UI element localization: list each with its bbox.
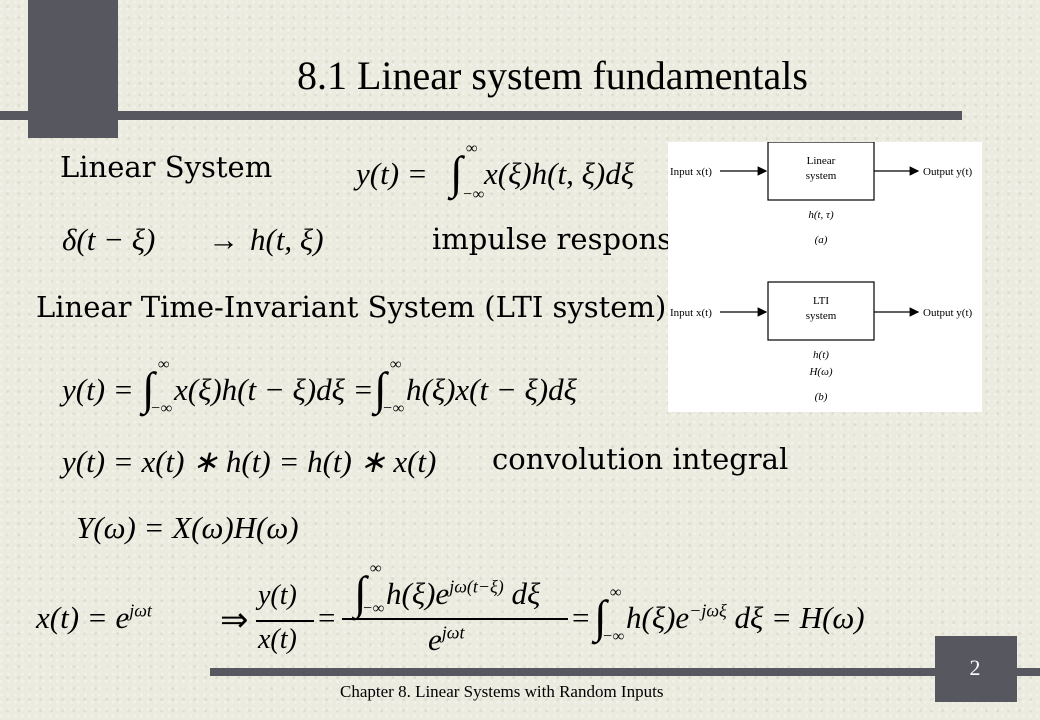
implies-arrow: ⇒ xyxy=(220,602,249,639)
impulse-rhs: h(t, ξ) xyxy=(250,222,324,257)
linear-system-label: Linear System xyxy=(60,150,273,184)
system-block-diagram: Input x(t) Linear system Output y(t) h(t… xyxy=(668,141,982,412)
fig-b-box-label-1: LTI xyxy=(813,295,829,307)
fig-b-response-label-1: h(t) xyxy=(813,349,829,361)
convolution-equation: y(t) = x(t) ∗ h(t) = h(t) ∗ x(t) xyxy=(62,444,437,479)
fig-b-response-label-2: H(ω) xyxy=(808,366,832,378)
ratio-numerator: y(t) xyxy=(258,580,297,611)
fig-b-lti-system-box xyxy=(767,281,875,341)
frequency-equation: Y(ω) = X(ω)H(ω) xyxy=(76,510,299,545)
fig-a-box-label-1: Linear xyxy=(807,155,836,167)
lti-heading: Linear Time-Invariant System (LTI system… xyxy=(36,290,667,324)
impulse-response-label: impulse response xyxy=(432,222,690,256)
page-number-box xyxy=(935,636,1017,702)
ratio-fraction: y(t) x(t) xyxy=(256,580,316,660)
title-rule xyxy=(0,111,962,120)
ratio-denominator: x(t) xyxy=(258,624,297,655)
fig-b-input-label: Input x(t) xyxy=(670,307,712,319)
equals-sign-1: = xyxy=(318,600,336,635)
fig-b-output-label: Output y(t) xyxy=(923,307,973,319)
fig-a-output-label: Output y(t) xyxy=(923,166,973,178)
fig-b-box-label-2: system xyxy=(806,310,837,322)
result-equation: = ∫ ∞ −∞ h(ξ)e−jωξ dξ = H(ω) xyxy=(572,584,865,645)
big-fraction: ∫ ∞ −∞ h(ξ)ejω(t−ξ) dξ ejωt xyxy=(342,560,570,670)
fig-b-caption: (b) xyxy=(815,391,828,403)
big-fraction-denominator: ejωt xyxy=(428,622,465,657)
lti-equation: y(t) = ∫ ∞ −∞ x(ξ)h(t − ξ)dξ = ∫ ∞ −∞ h(… xyxy=(62,356,577,417)
fig-a-box-label-2: system xyxy=(806,170,837,182)
block-diagram-svg: Input x(t) Linear system Output y(t) h(t… xyxy=(670,141,973,403)
linear-system-equation: y(t) = ∫ ∞ −∞ x(ξ)h(t, ξ)dξ xyxy=(356,140,634,203)
slide-title: 8.1 Linear system fundamentals xyxy=(297,53,808,98)
footer-rule xyxy=(210,668,1040,676)
convolution-label: convolution integral xyxy=(492,442,789,476)
footer-text: Chapter 8. Linear Systems with Random In… xyxy=(340,682,664,701)
fig-a-linear-system-box xyxy=(767,141,875,201)
maps-to-arrow: → xyxy=(208,222,239,257)
exp-input-equation: x(t) = ejωt xyxy=(36,600,152,635)
fig-a-response-label: h(t, τ) xyxy=(808,209,834,221)
fig-a-input-label: Input x(t) xyxy=(670,166,712,178)
page-number: 2 xyxy=(969,655,981,680)
fig-a-caption: (a) xyxy=(815,234,828,246)
impulse-lhs: δ(t − ξ) xyxy=(62,222,156,257)
